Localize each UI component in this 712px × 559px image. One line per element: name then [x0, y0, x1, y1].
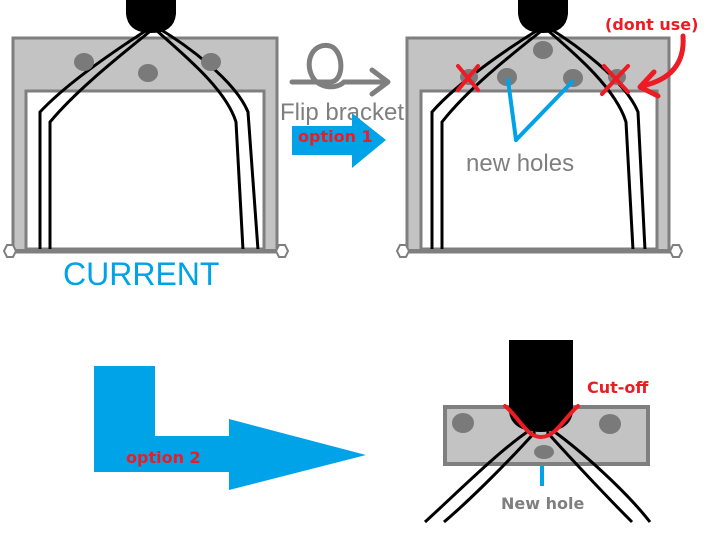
loop-arrowhead [369, 67, 391, 97]
option1-label: option 1 [298, 127, 373, 146]
mount-hole [452, 413, 474, 433]
curved-arrowhead [637, 69, 661, 99]
rail-nut-icon [2, 244, 18, 258]
block-arrow-icon [292, 113, 386, 168]
dont-use-label: (dont use) [605, 15, 698, 34]
loop-arrow-icon [289, 42, 389, 90]
bracket-window [24, 89, 266, 251]
panel-cutoff: Cut-off New hole [423, 340, 652, 524]
option1-annotation: Flip bracket option 1 [280, 42, 404, 168]
option2-label: option 2 [126, 448, 201, 467]
rail-nut-icon [668, 244, 684, 258]
cut-off-outline [503, 404, 580, 440]
cross-mark-icon [600, 64, 630, 96]
cut-off-label: Cut-off [587, 378, 649, 397]
mount-hole [201, 53, 221, 71]
mount-hole [599, 414, 621, 434]
current-label: CURRENT [63, 256, 219, 292]
flip-bracket-label: Flip bracket [280, 99, 404, 126]
wire-bundle [430, 26, 647, 251]
curved-arrow-icon [639, 33, 686, 89]
mount-hole [533, 41, 553, 59]
mount-hole [497, 68, 517, 86]
rail-nut-icon [395, 244, 411, 258]
new-holes-pointer [506, 78, 574, 142]
mount-hole [534, 445, 554, 459]
l-arrow-icon [94, 366, 366, 490]
mount-hole [563, 69, 583, 87]
nozzle-block [126, 0, 176, 33]
nozzle-block [518, 0, 568, 33]
new-hole-label: New hole [501, 494, 584, 513]
panel-current: CURRENT [2, 0, 290, 292]
mount-hole [138, 64, 158, 82]
nozzle-block [509, 340, 573, 432]
mount-hole [74, 53, 94, 71]
new-holes-label: new holes [466, 150, 574, 177]
panel-flipped: (dont use) new holes [395, 0, 698, 258]
cross-mark-icon [456, 64, 480, 92]
option2-annotation: option 2 [94, 366, 366, 490]
rail-nut-icon [274, 244, 290, 258]
wire-bundle [423, 428, 652, 524]
